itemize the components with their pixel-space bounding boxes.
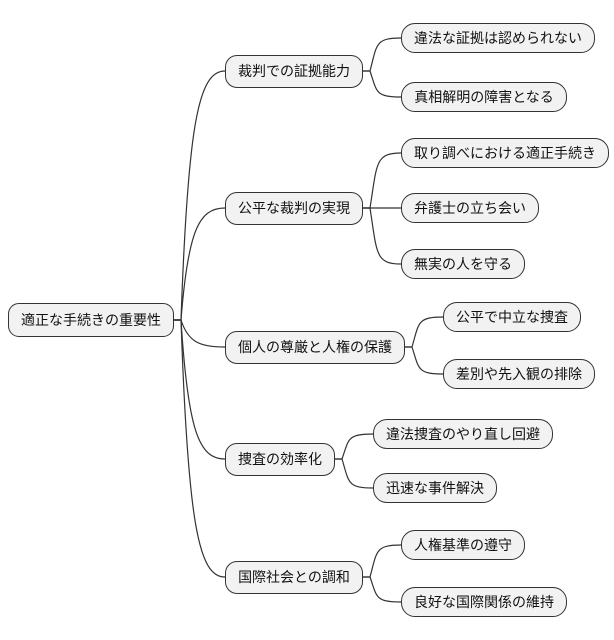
leaf-node-5-1: 人権基準の遵守 [401,530,525,560]
connector-line [173,319,226,578]
leaf-node-1-1: 違法な証拠は認められない [401,23,595,53]
branch-node-3: 個人の尊厳と人権の保護 [225,330,405,364]
connector-line [362,152,402,209]
branch-node-2: 公平な裁判の実現 [225,191,363,225]
leaf-node-2-2: 弁護士の立ち会い [401,193,539,223]
connector-line [404,346,444,375]
connector-line [173,70,226,321]
leaf-node-5-2: 良好な国際関係の維持 [401,587,567,617]
root-node: 適正な手続きの重要性 [8,303,174,337]
connector-line [173,207,226,321]
leaf-node-1-2: 真相解明の障害となる [401,82,567,112]
branch-node-5: 国際社会との調和 [225,560,363,594]
leaf-node-4-2: 迅速な事件解決 [373,473,497,503]
connector-line [404,316,444,348]
connector-line [334,433,374,460]
leaf-node-3-1: 公平で中立な捜査 [443,302,581,332]
leaf-node-2-1: 取り調べにおける適正手続き [401,138,609,168]
connector-line [362,544,402,578]
connector-line [362,207,402,265]
branch-node-4: 捜査の効率化 [225,442,335,476]
leaf-node-4-1: 違法捜査のやり直し回避 [373,419,553,449]
leaf-node-2-3: 無実の人を守る [401,249,525,279]
connector-line [362,70,402,98]
connector-line [362,576,402,603]
leaf-node-3-2: 差別や先入観の排除 [443,359,595,389]
connector-line [334,458,374,489]
branch-node-1: 裁判での証拠能力 [225,54,363,88]
connector-line [362,37,402,72]
